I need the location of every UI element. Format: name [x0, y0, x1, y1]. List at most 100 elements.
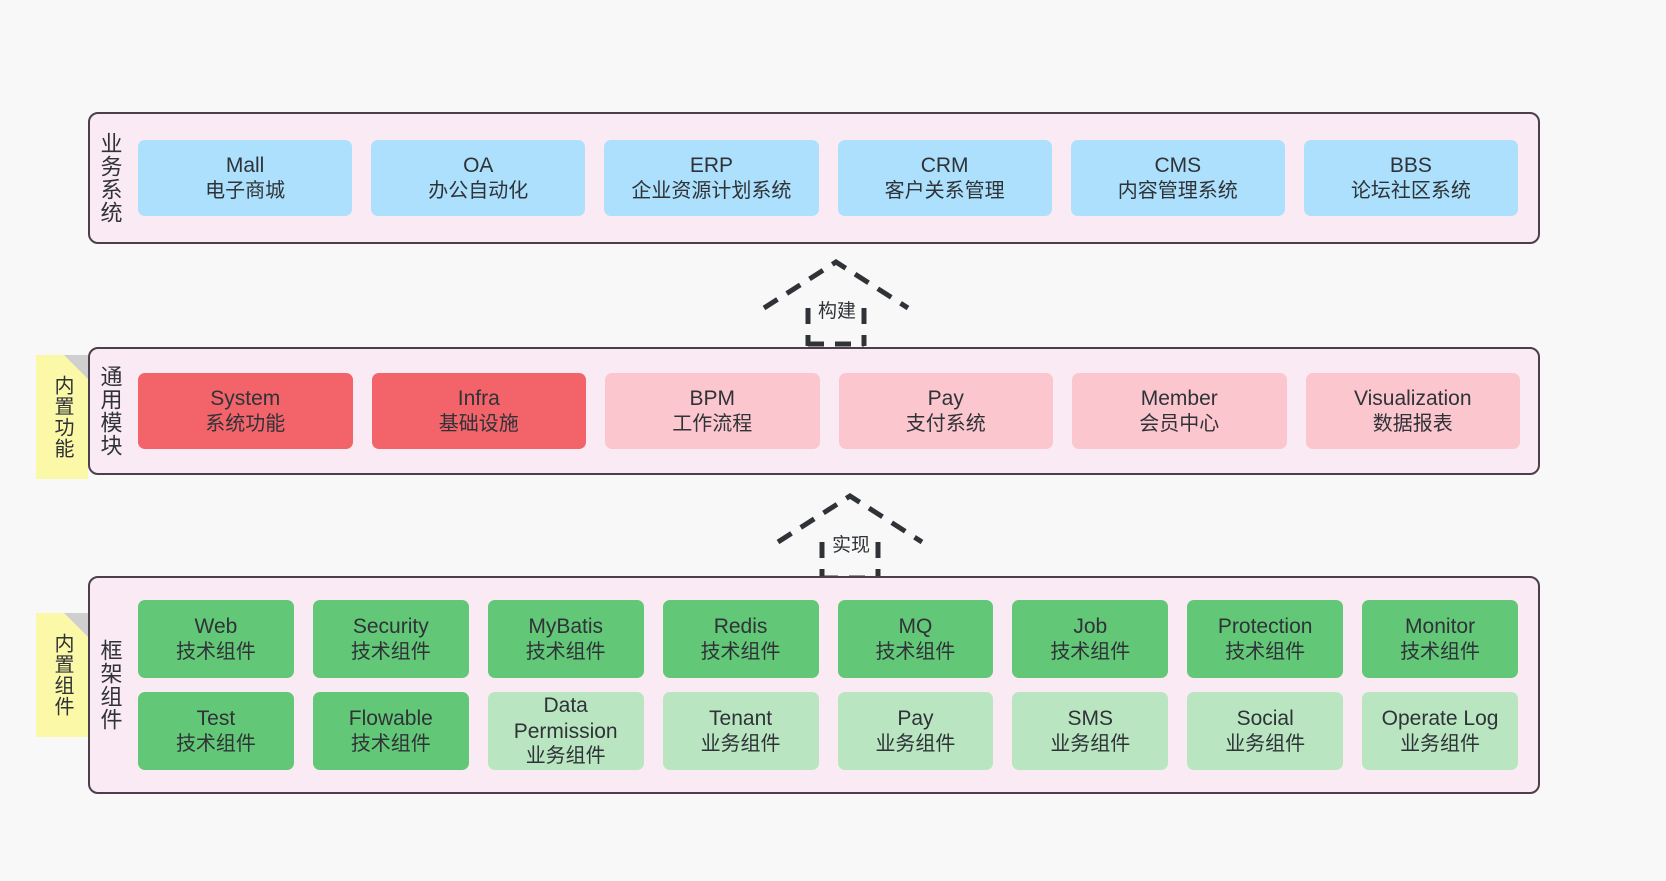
- note-label: 内置组件: [51, 633, 73, 717]
- card-subtitle: 支付系统: [905, 412, 986, 435]
- card-subtitle: 内容管理系统: [1117, 179, 1238, 202]
- layer-title-common-modules: 通用模块: [97, 365, 123, 457]
- card-subtitle: 技术组件: [1400, 640, 1481, 663]
- layer-row: Test 技术组件 Flowable 技术组件 Data Permission …: [138, 692, 1518, 770]
- connector-build-label: 构建: [818, 301, 857, 322]
- card-title: CRM: [920, 154, 969, 177]
- card-subtitle: 业务组件: [525, 745, 606, 768]
- card-title: ERP: [689, 154, 734, 177]
- card-mq[interactable]: MQ 技术组件: [837, 600, 994, 678]
- layer-common-modules: 通用模块 System 系统功能 Infra 基础设施 BPM 工作流程 Pay…: [88, 347, 1540, 475]
- card-operate-log[interactable]: Operate Log 业务组件: [1362, 692, 1518, 770]
- card-title: MQ: [898, 615, 933, 638]
- card-job[interactable]: Job 技术组件: [1012, 600, 1169, 678]
- card-test[interactable]: Test 技术组件: [138, 692, 294, 770]
- card-subtitle: 技术组件: [350, 640, 431, 663]
- card-oa[interactable]: OA 办公自动化: [371, 140, 586, 216]
- card-subtitle: 技术组件: [1050, 640, 1131, 663]
- card-title: Monitor: [1405, 615, 1476, 638]
- card-web[interactable]: Web 技术组件: [138, 600, 294, 678]
- card-mall[interactable]: Mall 电子商城: [138, 140, 353, 216]
- card-subtitle: 业务组件: [1400, 732, 1481, 755]
- card-title: Job: [1073, 615, 1108, 638]
- layer-framework-components: 框架组件 Web 技术组件 Security 技术组件 MyBatis 技术组件…: [88, 576, 1540, 794]
- card-subtitle: 办公自动化: [428, 179, 529, 202]
- card-flowable[interactable]: Flowable 技术组件: [312, 692, 469, 770]
- card-infra[interactable]: Infra 基础设施: [371, 373, 586, 449]
- card-title: Pay: [927, 387, 964, 410]
- card-protection[interactable]: Protection 技术组件: [1187, 600, 1344, 678]
- card-subtitle: 业务组件: [1050, 732, 1131, 755]
- card-subtitle: 电子商城: [205, 179, 286, 202]
- layer-row: Web 技术组件 Security 技术组件 MyBatis 技术组件 Redi…: [138, 600, 1518, 678]
- card-title: BBS: [1389, 154, 1432, 177]
- card-cms[interactable]: CMS 内容管理系统: [1070, 140, 1285, 216]
- layer-business-systems: 业务系统 Mall 电子商城 OA 办公自动化 ERP 企业资源计划系统 CRM…: [88, 112, 1540, 244]
- card-title: Flowable: [348, 707, 433, 730]
- card-subtitle: 技术组件: [700, 640, 781, 663]
- card-title: BPM: [689, 387, 735, 410]
- card-title: Infra: [457, 387, 500, 410]
- card-security[interactable]: Security 技术组件: [312, 600, 469, 678]
- card-subtitle: 业务组件: [875, 732, 956, 755]
- card-title: Operate Log: [1381, 707, 1499, 730]
- layer-body-common-modules: System 系统功能 Infra 基础设施 BPM 工作流程 Pay 支付系统…: [130, 349, 1538, 473]
- card-pay[interactable]: Pay 支付系统: [838, 373, 1053, 449]
- card-system[interactable]: System 系统功能: [138, 373, 353, 449]
- card-bpm[interactable]: BPM 工作流程: [605, 373, 820, 449]
- card-title: Security: [352, 615, 429, 638]
- folded-corner-icon: [64, 355, 88, 379]
- note-builtin-components: 内置组件: [36, 613, 88, 737]
- card-subtitle: 基础设施: [438, 412, 519, 435]
- card-title: Member: [1140, 387, 1218, 410]
- card-title: CMS: [1154, 154, 1202, 177]
- card-subtitle: 技术组件: [525, 640, 606, 663]
- card-tenant[interactable]: Tenant 业务组件: [662, 692, 819, 770]
- note-label: 内置功能: [51, 375, 73, 459]
- card-sms[interactable]: SMS 业务组件: [1012, 692, 1169, 770]
- card-title: System: [210, 387, 281, 410]
- card-subtitle: 技术组件: [875, 640, 956, 663]
- card-pay-business[interactable]: Pay 业务组件: [837, 692, 994, 770]
- card-title: Social: [1236, 707, 1294, 730]
- card-redis[interactable]: Redis 技术组件: [662, 600, 819, 678]
- card-subtitle: 业务组件: [700, 732, 781, 755]
- connector-implement: 实现: [770, 490, 930, 582]
- card-subtitle: 系统功能: [205, 412, 286, 435]
- card-title: Pay: [897, 707, 934, 730]
- connector-build: 构建: [756, 256, 916, 348]
- card-subtitle: 技术组件: [175, 732, 256, 755]
- card-title: Mall: [225, 154, 265, 177]
- card-data-permission[interactable]: Data Permission 业务组件: [487, 692, 644, 770]
- card-monitor[interactable]: Monitor 技术组件: [1362, 600, 1518, 678]
- card-subtitle: 企业资源计划系统: [631, 179, 792, 202]
- card-visualization[interactable]: Visualization 数据报表: [1305, 373, 1520, 449]
- card-crm[interactable]: CRM 客户关系管理: [837, 140, 1052, 216]
- card-subtitle: 会员中心: [1139, 412, 1220, 435]
- layer-body-business-systems: Mall 电子商城 OA 办公自动化 ERP 企业资源计划系统 CRM 客户关系…: [130, 114, 1538, 242]
- card-title: Web: [194, 615, 238, 638]
- card-subtitle: 技术组件: [1225, 640, 1306, 663]
- card-social[interactable]: Social 业务组件: [1187, 692, 1344, 770]
- card-subtitle: 客户关系管理: [884, 179, 1005, 202]
- layer-title-framework-components: 框架组件: [97, 639, 123, 731]
- folded-corner-icon: [64, 613, 88, 637]
- note-builtin-functions: 内置功能: [36, 355, 88, 479]
- card-subtitle: 论坛社区系统: [1350, 179, 1471, 202]
- connector-implement-label: 实现: [832, 535, 871, 556]
- card-subtitle: 技术组件: [175, 640, 256, 663]
- card-title: MyBatis: [528, 615, 604, 638]
- card-bbs[interactable]: BBS 论坛社区系统: [1303, 140, 1519, 216]
- card-mybatis[interactable]: MyBatis 技术组件: [487, 600, 644, 678]
- card-subtitle: 业务组件: [1225, 732, 1306, 755]
- card-title: SMS: [1067, 707, 1114, 730]
- card-title: Redis: [713, 615, 768, 638]
- card-subtitle: 工作流程: [672, 412, 753, 435]
- card-erp[interactable]: ERP 企业资源计划系统: [604, 140, 819, 216]
- layer-row: System 系统功能 Infra 基础设施 BPM 工作流程 Pay 支付系统…: [138, 373, 1520, 449]
- card-title: Test: [196, 707, 236, 730]
- card-title: Visualization: [1353, 387, 1472, 410]
- card-member[interactable]: Member 会员中心: [1072, 373, 1287, 449]
- layer-row: Mall 电子商城 OA 办公自动化 ERP 企业资源计划系统 CRM 客户关系…: [138, 140, 1519, 216]
